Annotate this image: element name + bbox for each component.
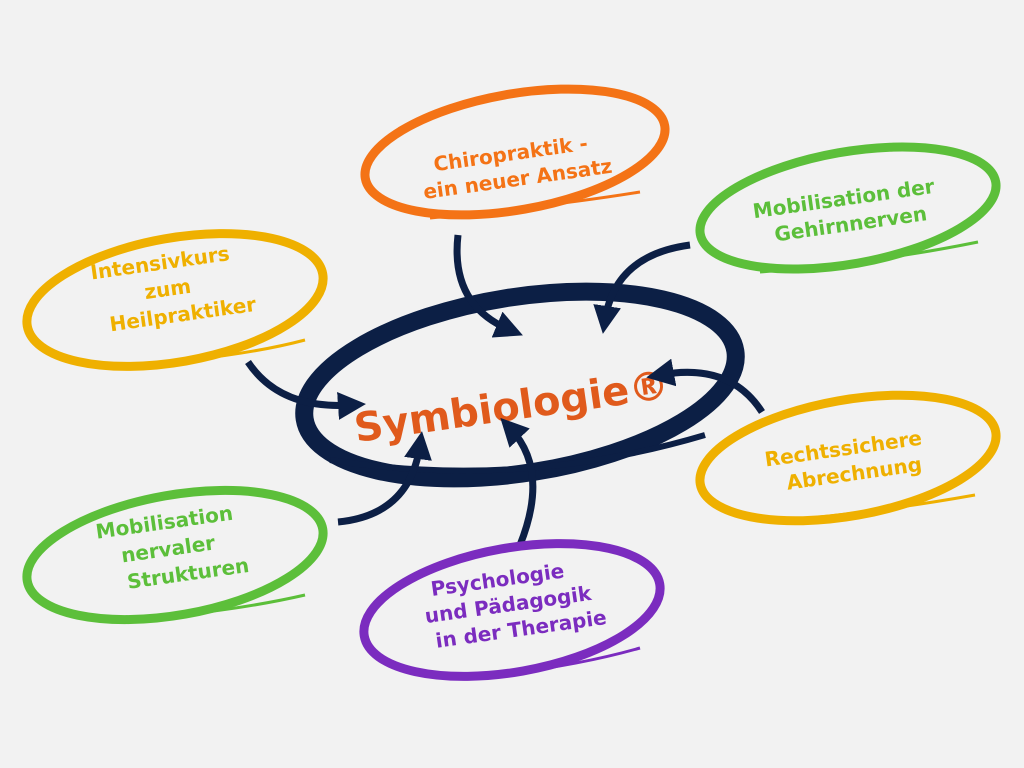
node-nervale: Mobilisation nervaler Strukturen [22,485,328,625]
svg-text:Psychologie und Pädagogi: Psychologie und Pädagogik in der Therapi… [420,554,608,654]
arrow-psychologie [500,417,537,547]
arrow-abrechnung [646,358,765,414]
arrow-chiropraktik [453,234,523,338]
arrow-intensivkurs [245,360,366,420]
node-chiropraktik: Chiropraktik - ein neuer Ansatz [360,84,670,220]
svg-text:Rechtssichere Abrechnung: Rechtssichere Abrechnung [763,425,934,498]
svg-text:Mobilisation nervaler: Mobilisation nervaler Strukturen [94,499,250,597]
node-gehirnnerven: Mobilisation der Gehirnnerven [695,142,1001,274]
arrow-nervale [337,431,432,526]
arrows [245,234,765,547]
node-psychologie: Psychologie und Pädagogik in der Therapi… [359,539,665,681]
center-node: Symbiologie® [295,282,745,488]
node-abrechnung: Rechtssichere Abrechnung [695,390,1001,526]
center-title: Symbiologie® [351,362,671,452]
arrow-gehirnnerven [593,241,691,334]
node-intensivkurs: Intensivkurs zum Heilpraktiker [22,229,328,371]
svg-text:Mobilisation der Gehirnn: Mobilisation der Gehirnnerven [751,173,946,249]
